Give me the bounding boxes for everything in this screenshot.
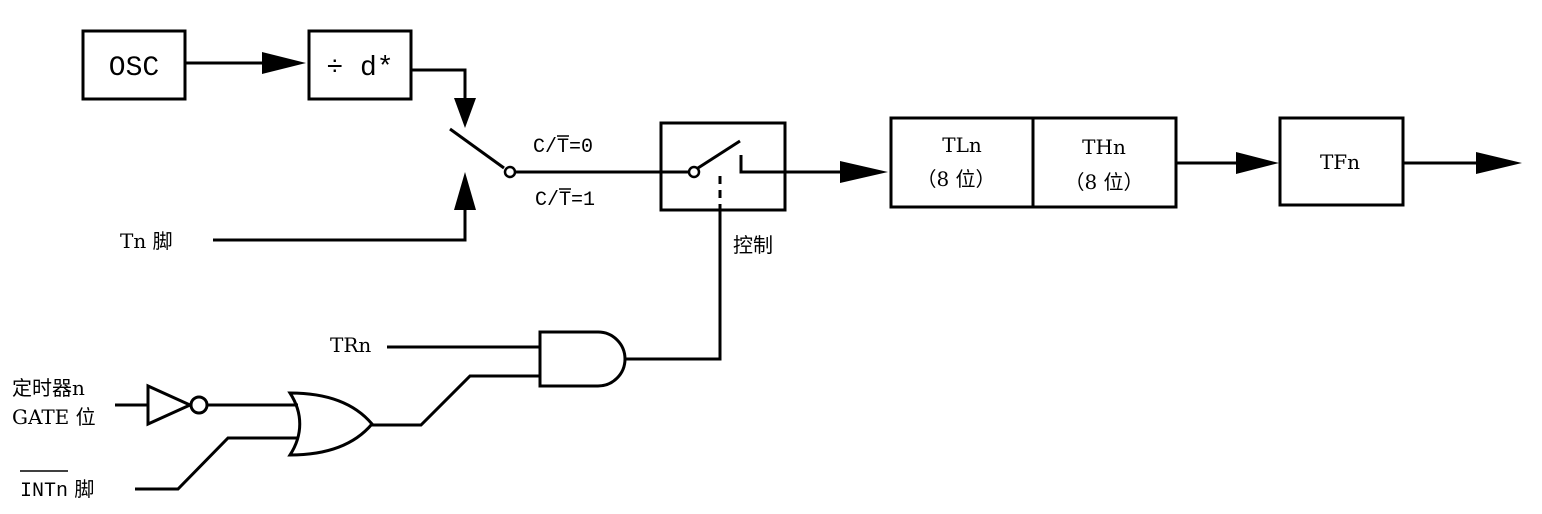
tn-pin-label: Tn 脚 bbox=[120, 229, 173, 253]
int-pin-line bbox=[135, 436, 298, 491]
flag-output-arrow bbox=[1403, 152, 1522, 174]
ct0-label: C/T=0 bbox=[533, 136, 593, 159]
not-gate bbox=[115, 383, 298, 427]
ct1-label: C/T=1 bbox=[535, 189, 595, 212]
osc-label: OSC bbox=[109, 53, 159, 84]
divider-to-switch-arrow bbox=[411, 68, 476, 128]
counter-register: TLn （8 位） THn （8 位） bbox=[889, 116, 1178, 209]
tf-label: TFn bbox=[1320, 150, 1360, 174]
gate-label-line2: GATE 位 bbox=[12, 405, 96, 429]
gate-label-line1: 定时器n bbox=[12, 376, 85, 400]
switch-contact bbox=[503, 165, 517, 179]
tl-bits: （8 位） bbox=[916, 167, 995, 191]
tn-pin-input: Tn 脚 bbox=[120, 172, 476, 253]
int-pin-label: INTn 脚 bbox=[20, 477, 94, 503]
ct-mode-switch bbox=[449, 127, 517, 179]
th-name: THn bbox=[1082, 135, 1126, 159]
overflow-flag-block: TFn bbox=[1278, 116, 1405, 207]
or-to-and-line bbox=[368, 374, 540, 427]
control-line bbox=[626, 212, 722, 361]
or-gate bbox=[287, 391, 374, 457]
divider-label: ÷ d* bbox=[326, 53, 393, 84]
trn-label: TRn bbox=[330, 333, 371, 357]
osc-to-divider-arrow bbox=[185, 52, 306, 74]
osc-block: OSC bbox=[81, 29, 187, 101]
divider-block: ÷ d* bbox=[307, 29, 413, 101]
tl-name: TLn bbox=[942, 133, 982, 157]
control-switch-block bbox=[515, 121, 842, 212]
th-bits: （8 位） bbox=[1064, 170, 1143, 194]
control-label: 控制 bbox=[733, 233, 773, 257]
control-switch-contact bbox=[687, 165, 701, 179]
and-gate bbox=[538, 330, 627, 388]
switch-to-counter-arrowhead bbox=[840, 161, 888, 183]
counter-to-flag-arrow bbox=[1176, 152, 1279, 174]
